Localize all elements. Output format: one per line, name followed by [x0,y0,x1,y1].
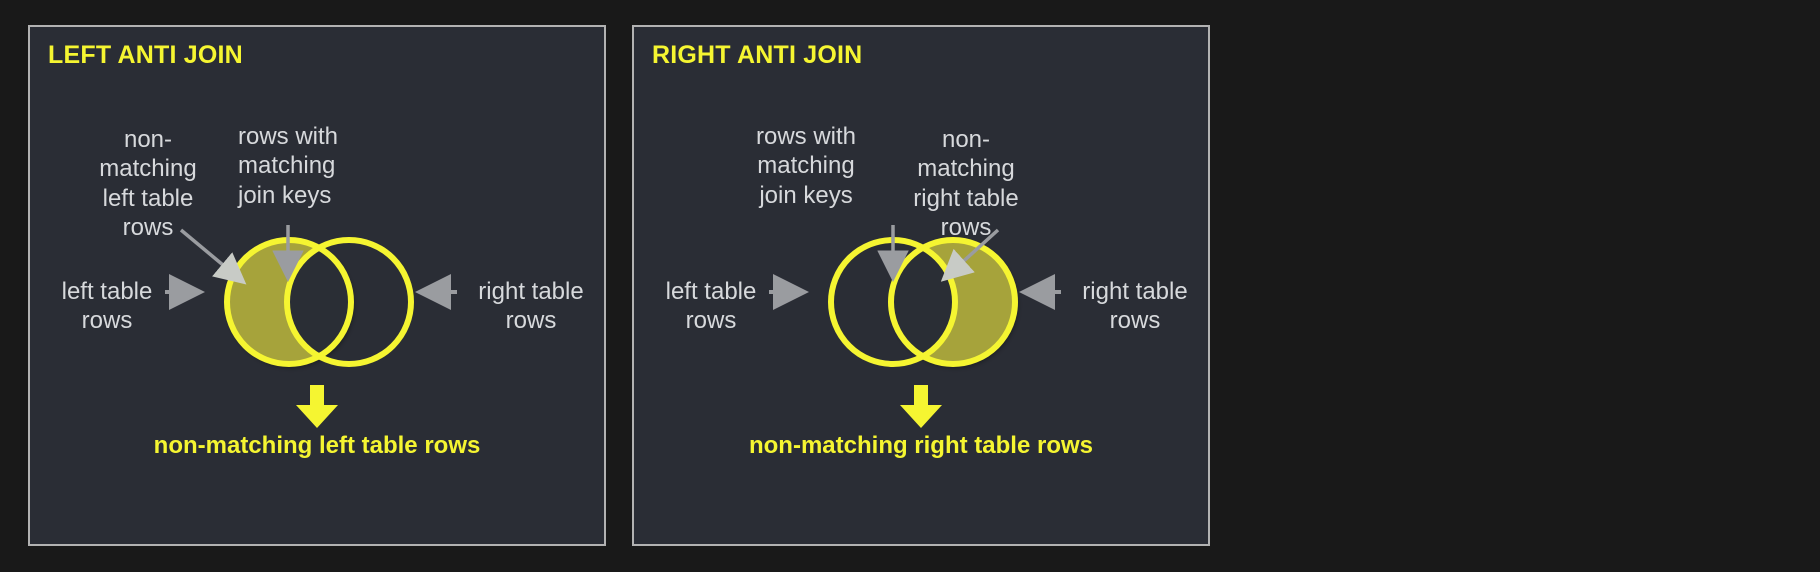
annotation-matching-join-keys: rows with matching join keys [755,123,857,209]
result-caption: non-matching right table rows [748,432,1093,459]
annotation-non-matching-left-rows: non- matching left table rows [99,126,197,241]
panel-left-anti-join: LEFT ANTI JOIN non- matching left table … [28,25,606,546]
panel-title: RIGHT ANTI JOIN [652,41,863,69]
result-caption: non-matching left table rows [153,432,481,459]
annotation-left-table-rows: left table rows [61,278,153,335]
panel-title: LEFT ANTI JOIN [48,41,243,69]
annotation-non-matching-right-rows: non- matching right table rows [913,126,1019,241]
annotation-right-table-rows: right table rows [478,278,584,335]
annotation-left-table-rows: left table rows [665,278,757,335]
venn-right-circle-outline [284,237,414,367]
venn-diagram-left-anti-join [159,222,479,382]
annotation-right-table-rows: right table rows [1082,278,1188,335]
annotation-matching-join-keys: rows with matching join keys [238,123,339,209]
down-arrow-icon [900,385,942,428]
venn-diagram-right-anti-join [763,222,1083,382]
panel-right-anti-join: RIGHT ANTI JOIN rows with matching join … [632,25,1210,546]
down-arrow-icon [296,385,338,428]
